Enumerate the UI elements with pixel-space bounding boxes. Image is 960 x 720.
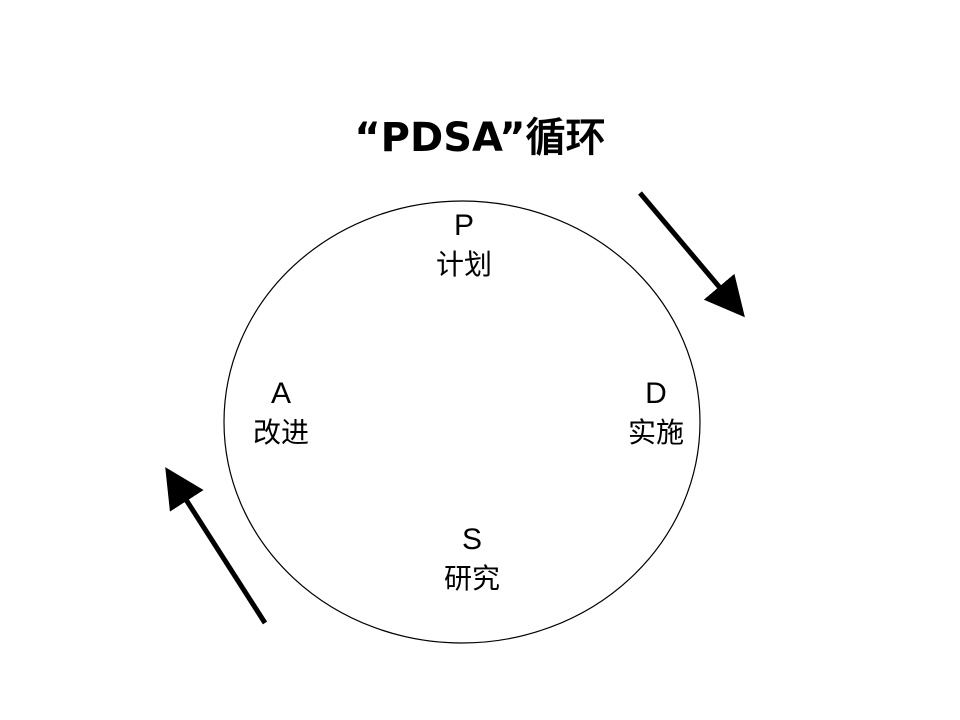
stage-plan: P 计划 (394, 208, 534, 284)
diagram-title: “PDSA”循环 (354, 115, 606, 161)
stage-study-name: 研究 (443, 562, 500, 595)
stage-study: S 研究 (402, 522, 542, 598)
arrow-down-right-icon (638, 191, 745, 318)
stage-plan-name: 计划 (435, 248, 492, 281)
stage-study-letter: S (461, 523, 482, 556)
stage-plan-letter: P (453, 209, 474, 242)
stage-do-name: 实施 (627, 416, 684, 449)
stage-act: A 改进 (211, 376, 351, 452)
stage-act-name: 改进 (252, 416, 309, 449)
stage-act-letter: A (270, 377, 291, 410)
stage-do-letter: D (645, 377, 667, 410)
cycle-ellipse (223, 200, 701, 644)
arrow-up-left-icon (165, 467, 268, 625)
stage-do: D 实施 (586, 376, 726, 452)
